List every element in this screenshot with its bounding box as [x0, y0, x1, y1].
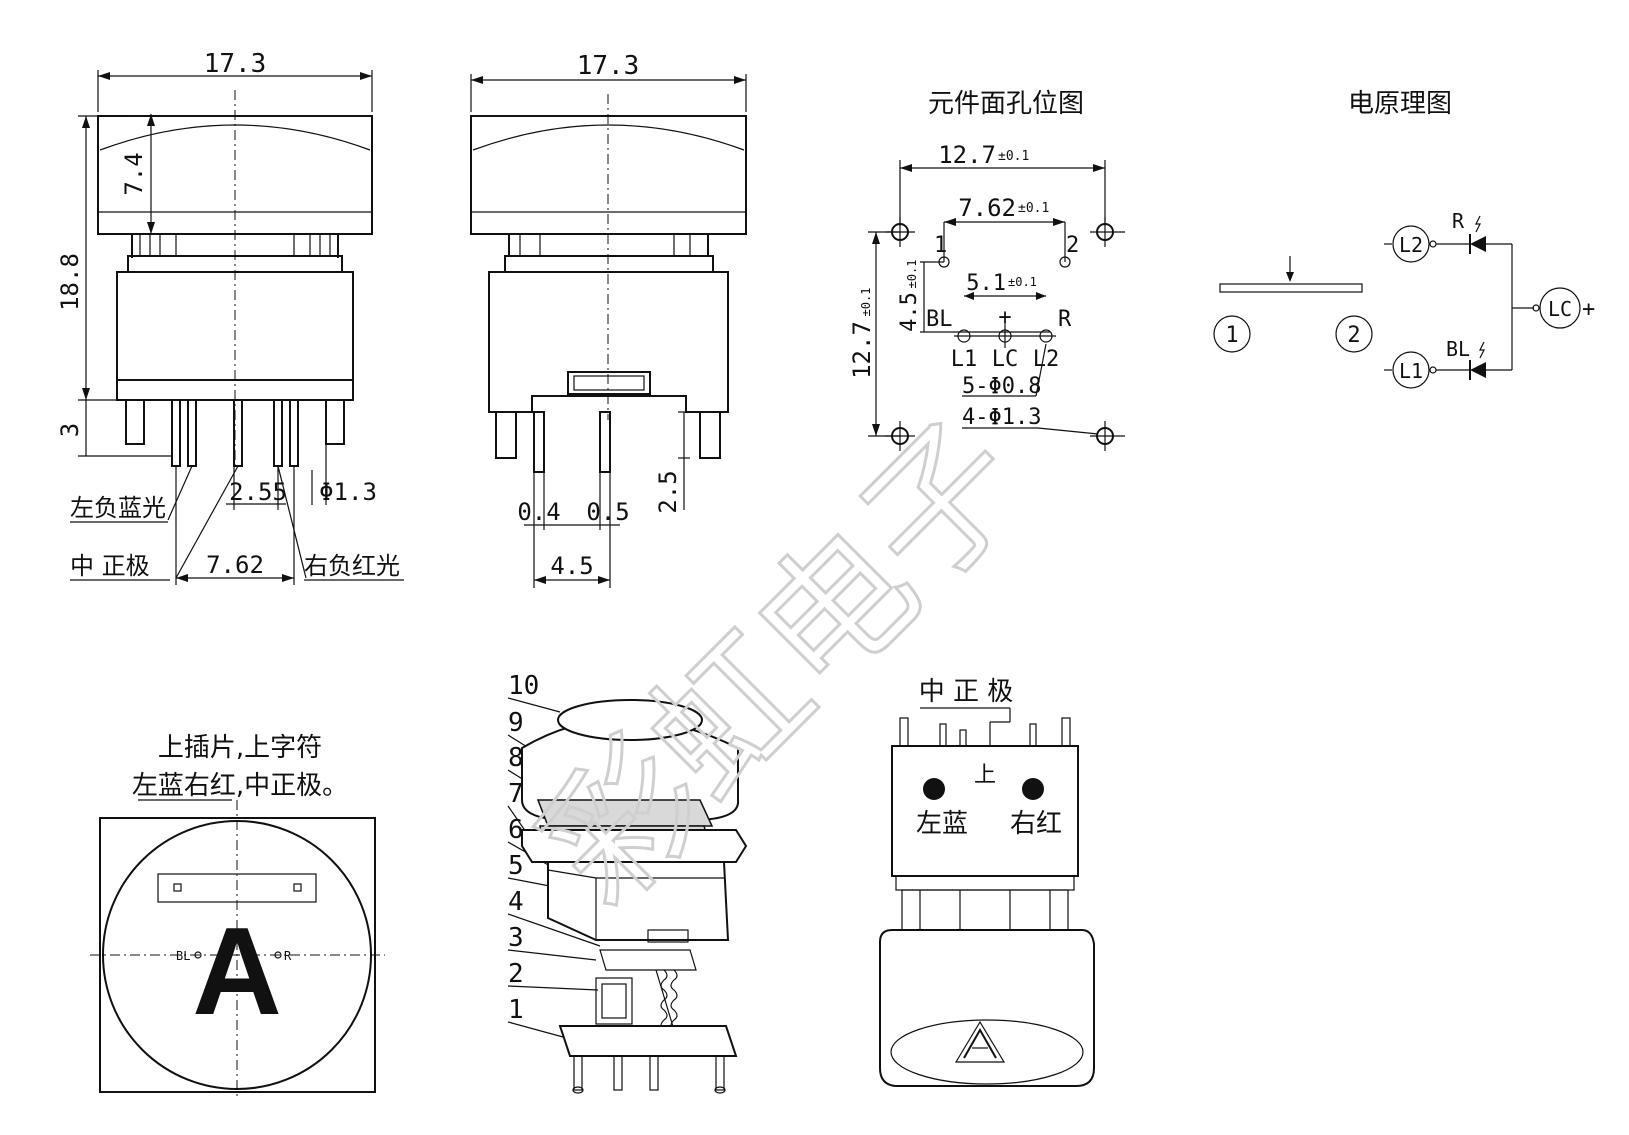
- iso-center-label: 中 正 极: [919, 677, 1014, 707]
- schematic-title: 电原理图: [1348, 89, 1452, 119]
- label-right-red: 右负红光: [304, 552, 400, 580]
- part-leader-4: [507, 913, 601, 947]
- front-cap-height-dim: 7.4: [120, 152, 148, 195]
- schematic-lc: LC: [1548, 297, 1572, 321]
- left-blue-dot: [923, 778, 945, 800]
- exploded-view: 10 9 8 7 6 5 4 3 2 1: [507, 671, 748, 1094]
- right-red-dot: [1022, 778, 1044, 800]
- small-holes-callout: 5-Φ0.8: [962, 374, 1041, 399]
- side-pin-w2-dim: 0.5: [586, 498, 629, 526]
- large-holes-callout: 4-Φ1.3: [962, 405, 1041, 430]
- part-number-5: 5: [508, 851, 524, 881]
- hole-l1-label: L1: [951, 347, 978, 372]
- hole-layout: 元件面孔位图 12.7 ±0.1 7.62 ±0.1 5.1 ±0.1 4.5 …: [848, 89, 1125, 451]
- schematic-n2: 2: [1347, 323, 1360, 348]
- hole-l2-label: L2: [1033, 347, 1060, 372]
- front-pin-length-dim: 3: [56, 423, 84, 437]
- hole-inner-span-tol: ±0.1: [1018, 201, 1049, 216]
- hole-led-span: 5.1: [966, 271, 1006, 296]
- front-pin-dia-dim: Φ1.3: [319, 478, 377, 506]
- hole-row-offset: 4.5: [897, 292, 922, 332]
- part-leader-3: [507, 949, 597, 961]
- insert-r-label: R: [284, 949, 292, 963]
- side-pin-w1-dim: 0.4: [517, 498, 560, 526]
- schematic: 电原理图 1 2 L2 R L1 BL LC +: [1213, 89, 1595, 389]
- hole-row-offset-tol: ±0.1: [905, 260, 919, 289]
- part-leader-2: [507, 985, 599, 991]
- side-pin-gap-dim: 4.5: [550, 552, 593, 580]
- watermark-text: 彩虹电子: [510, 390, 1057, 937]
- part-number-3: 3: [508, 923, 524, 953]
- front-total-height-dim: 18.8: [56, 253, 84, 311]
- part-number-2: 2: [508, 959, 524, 989]
- label-left-blue: 左负蓝光: [70, 494, 166, 522]
- insert-view: 上插片,上字符 左蓝右红,中正极。 A BL R: [90, 733, 385, 1100]
- side-pin-len-dim: 2.5: [654, 470, 682, 513]
- insert-note-line1: 上插片,上字符: [158, 733, 322, 763]
- hole-r-label: R: [1058, 307, 1072, 332]
- schematic-n1: 1: [1225, 323, 1238, 348]
- hole-outer-span: 12.7: [938, 141, 996, 169]
- hole-bl-label: BL: [926, 307, 953, 332]
- iso-view: 中 正 极 上 左蓝 右红: [879, 677, 1095, 1087]
- side-view: 17.3 0.4 0.5 4.5 2.5: [470, 51, 747, 588]
- insert-bl-label: BL: [176, 949, 190, 963]
- hole-led-span-tol: ±0.1: [1008, 275, 1037, 289]
- part-number-4: 4: [508, 887, 524, 917]
- schematic-r: R: [1452, 209, 1465, 233]
- insert-note-line2: 左蓝右红,中正极。: [132, 771, 348, 801]
- part-leader-7: [507, 805, 527, 833]
- hole-inner-span: 7.62: [958, 194, 1016, 222]
- hole-plus-label: +: [998, 305, 1011, 330]
- front-width-dim: 17.3: [204, 49, 267, 79]
- hole-pin1-label: 1: [934, 233, 947, 258]
- label-center-positive: 中 正极: [70, 552, 150, 580]
- schematic-plus: +: [1582, 297, 1595, 322]
- hole-outer-span-tol: ±0.1: [998, 149, 1029, 164]
- front-span-dim: 7.62: [206, 551, 264, 579]
- schematic-l1: L1: [1399, 359, 1423, 383]
- iso-right-label: 右红: [1010, 809, 1062, 839]
- watermark: 彩虹电子: [509, 389, 1059, 939]
- schematic-bl: BL: [1446, 337, 1470, 361]
- part-number-9: 9: [508, 708, 524, 738]
- part-number-10: 10: [508, 671, 539, 701]
- schematic-l2: L2: [1399, 233, 1423, 257]
- iso-left-label: 左蓝: [916, 809, 968, 839]
- insert-glyph: A: [192, 903, 282, 1041]
- hole-outer-height: 12.7: [848, 321, 876, 379]
- hole-lc-label: LC: [992, 347, 1019, 372]
- part-number-7: 7: [508, 779, 524, 809]
- side-width-dim: 17.3: [577, 51, 640, 81]
- iso-up-label: 上: [974, 763, 996, 788]
- hole-outer-height-tol: ±0.1: [859, 288, 873, 317]
- part-number-6: 6: [508, 815, 524, 845]
- part-number-8: 8: [508, 743, 524, 773]
- hole-pin2-label: 2: [1066, 233, 1079, 258]
- part-number-1: 1: [508, 995, 524, 1025]
- hole-layout-title: 元件面孔位图: [928, 89, 1084, 119]
- front-view: 17.3 7.4 18.8 3: [56, 49, 404, 585]
- part-leader-10: [507, 697, 561, 713]
- front-pitch-dim: 2.55: [229, 478, 287, 506]
